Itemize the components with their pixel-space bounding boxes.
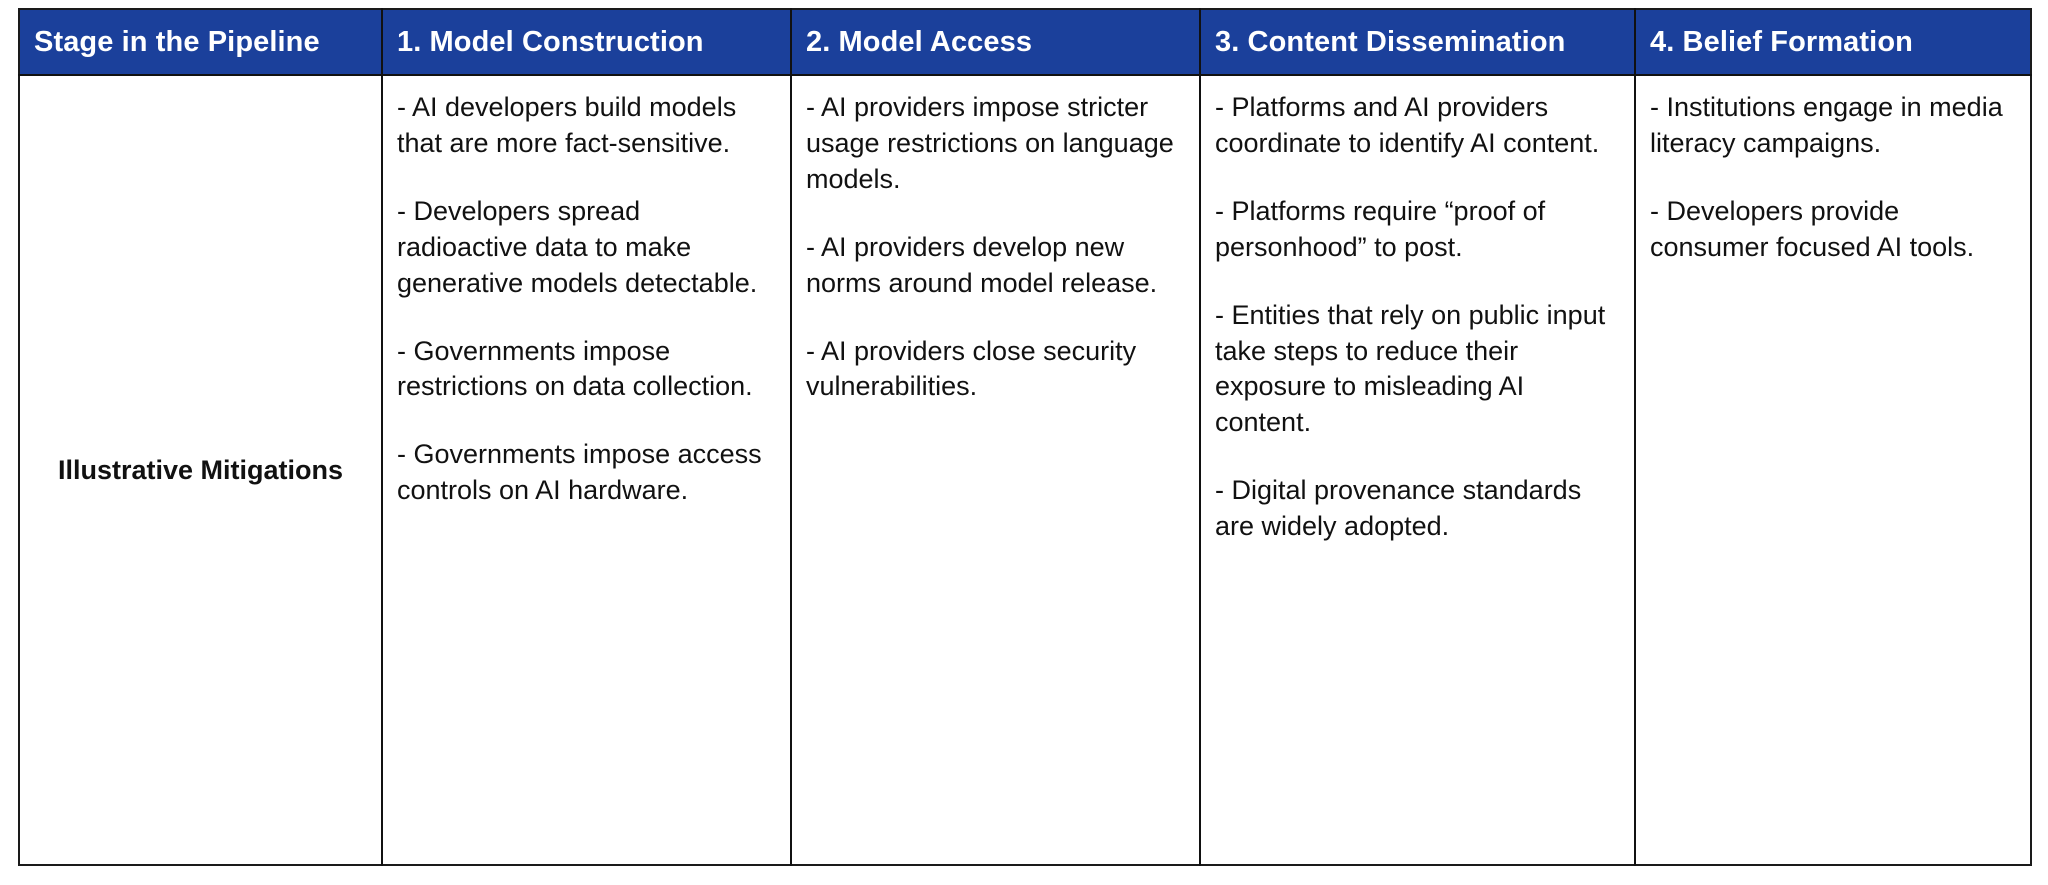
column-header-model-construction: 1. Model Construction xyxy=(382,9,792,76)
cell-model-construction-mitigations: - AI developers build models that are mo… xyxy=(382,75,792,865)
row-label-illustrative-mitigations: Illustrative Mitigations xyxy=(19,75,383,865)
list-item: - Platforms require “proof of personhood… xyxy=(1215,195,1546,262)
pipeline-mitigations-table: Stage in the Pipeline 1. Model Construct… xyxy=(18,8,2032,866)
list-item: - AI providers close security vulnerabil… xyxy=(806,335,1137,402)
cell-model-access-mitigations: - AI providers impose stricter usage res… xyxy=(791,75,1201,865)
table-body: Illustrative Mitigations - AI developers… xyxy=(19,75,2031,865)
mitigation-list-belief-formation: - Institutions engage in media literacy … xyxy=(1650,90,2012,266)
table-header: Stage in the Pipeline 1. Model Construct… xyxy=(19,9,2031,76)
list-item: - AI providers impose stricter usage res… xyxy=(806,92,1174,194)
cell-content-dissemination-mitigations: - Platforms and AI providers coordinate … xyxy=(1200,75,1636,865)
list-item: - AI developers build models that are mo… xyxy=(397,92,737,158)
column-header-model-access: 2. Model Access xyxy=(791,9,1201,76)
list-item: - Governments impose restrictions on dat… xyxy=(397,335,753,402)
list-item: - Developers provide consumer focused AI… xyxy=(1650,195,1975,262)
list-item: - AI providers develop new norms around … xyxy=(806,231,1158,298)
list-item: - Developers spread radioactive data to … xyxy=(397,195,758,298)
pipeline-mitigations-table-wrapper: Stage in the Pipeline 1. Model Construct… xyxy=(18,8,2032,866)
mitigation-list-content-dissemination: - Platforms and AI providers coordinate … xyxy=(1215,90,1616,545)
column-header-stage-in-the-pipeline: Stage in the Pipeline xyxy=(19,9,383,76)
list-item: - Platforms and AI providers coordinate … xyxy=(1215,92,1600,158)
mitigation-list-model-construction: - AI developers build models that are mo… xyxy=(397,90,772,509)
column-header-belief-formation: 4. Belief Formation xyxy=(1635,9,2031,76)
list-item: - Institutions engage in media literacy … xyxy=(1650,92,2003,158)
mitigation-list-model-access: - AI providers impose stricter usage res… xyxy=(806,90,1181,405)
table-header-row: Stage in the Pipeline 1. Model Construct… xyxy=(19,9,2031,76)
cell-belief-formation-mitigations: - Institutions engage in media literacy … xyxy=(1635,75,2031,865)
table-row: Illustrative Mitigations - AI developers… xyxy=(19,75,2031,865)
list-item: - Entities that rely on public input tak… xyxy=(1215,299,1606,438)
list-item: - Governments impose access controls on … xyxy=(397,439,762,506)
list-item: - Digital provenance standards are widel… xyxy=(1215,475,1582,542)
column-header-content-dissemination: 3. Content Dissemination xyxy=(1200,9,1636,76)
